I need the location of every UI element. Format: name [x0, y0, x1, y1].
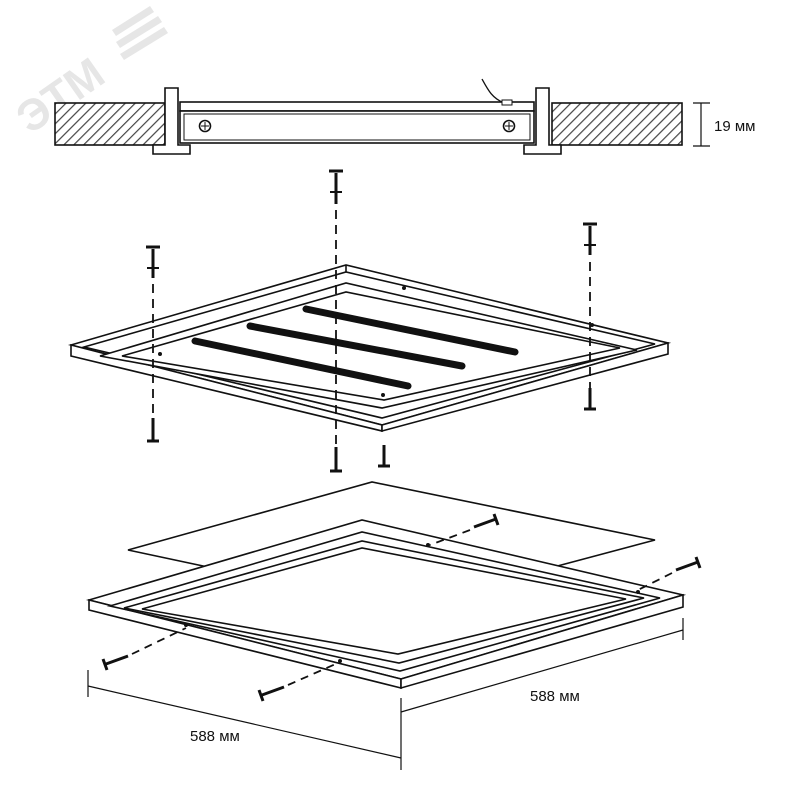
width-label: 588 мм	[190, 728, 240, 745]
ceiling-board-right	[551, 102, 683, 146]
depth-dimension-line	[400, 629, 684, 713]
screw-icon	[257, 685, 285, 702]
screw-icon	[330, 447, 342, 473]
ceiling-cross-section	[54, 78, 710, 155]
bottom-frame	[85, 519, 687, 690]
screw-icon	[146, 245, 160, 278]
screw-icon	[473, 513, 500, 529]
ceiling-board-left	[54, 102, 166, 146]
screw-icon	[147, 418, 159, 443]
screws-middle	[146, 169, 597, 473]
thickness-label: 19 мм	[714, 118, 755, 135]
screws-bottom	[101, 513, 702, 702]
led-strips	[191, 305, 519, 390]
screw-icon	[329, 169, 343, 204]
cable	[481, 78, 505, 104]
screw-icon	[378, 445, 390, 468]
dimension-lines	[87, 618, 684, 770]
screw-icon	[675, 556, 702, 572]
bracket-right	[523, 87, 562, 155]
bracket-left	[152, 87, 191, 155]
width-dimension-line	[87, 685, 402, 759]
trim-frame	[67, 264, 672, 433]
screw-icon	[584, 388, 596, 411]
screw-icon	[583, 222, 597, 255]
thickness-dimension-line	[693, 102, 710, 147]
logo-stripes-icon	[112, 6, 168, 60]
housing-body	[179, 110, 535, 144]
depth-label: 588 мм	[530, 688, 580, 705]
housing-top	[179, 101, 535, 112]
screw-icon	[101, 654, 129, 671]
